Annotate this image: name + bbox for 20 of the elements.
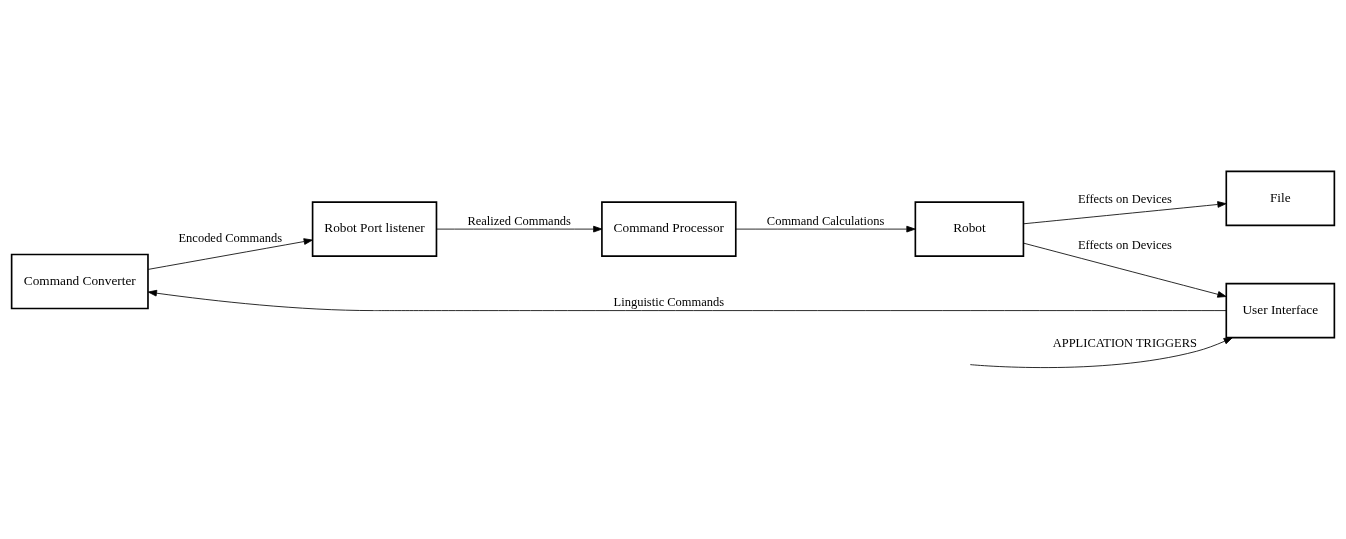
- node-box: File: [1225, 170, 1336, 227]
- arrow: [147, 238, 313, 270]
- arrow: [147, 289, 1227, 311]
- arrow: [436, 225, 603, 233]
- arrow: [1023, 242, 1227, 298]
- edge-label: Effects on Devices: [1077, 192, 1172, 207]
- node-box: Command Processor: [601, 201, 737, 257]
- node-box: Robot: [914, 201, 1025, 257]
- edge-label: Encoded Commands: [178, 231, 283, 246]
- edge-label: Command Calculations: [766, 213, 885, 228]
- edge-label: Realized Commands: [467, 213, 571, 228]
- node-box: User Interface: [1225, 282, 1336, 339]
- arrow: [1023, 201, 1227, 225]
- edge-label: APPLICATION TRIGGERS: [1052, 336, 1197, 351]
- edge-label: Linguistic Commands: [613, 295, 725, 310]
- arrow: [735, 225, 916, 233]
- edge-label: Effects on Devices: [1077, 238, 1172, 253]
- node-box: Command Converter: [10, 253, 149, 310]
- node-box: Robot Port listener: [311, 201, 438, 257]
- arrow: [969, 337, 1233, 368]
